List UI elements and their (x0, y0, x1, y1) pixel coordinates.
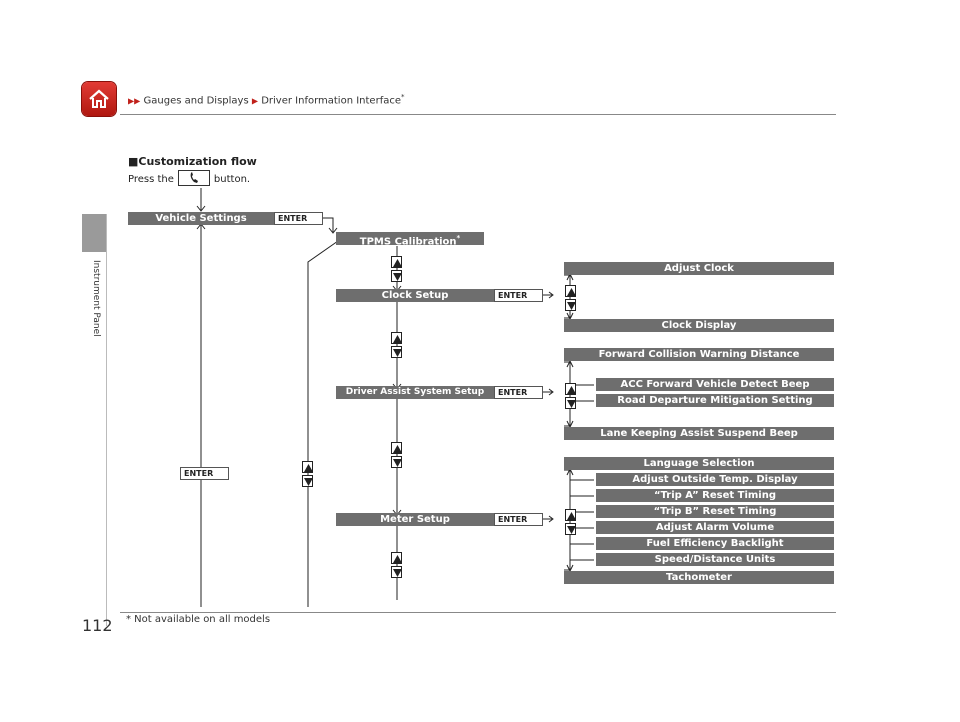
enter-button[interactable]: ENTER (274, 212, 323, 225)
meter-setup-bar: Meter Setup (336, 513, 494, 526)
home-icon (89, 89, 109, 108)
phone-button-icon (177, 170, 210, 186)
tachometer-bar: Tachometer (564, 571, 834, 584)
up-down-arrows-icon (302, 461, 313, 487)
up-down-arrows-icon (565, 383, 576, 409)
fcw-distance-bar: Forward Collision Warning Distance (564, 348, 834, 361)
up-down-arrows-icon (391, 442, 402, 468)
enter-button[interactable]: ENTER (494, 513, 543, 526)
speed-units-bar: Speed/Distance Units (596, 553, 834, 566)
up-down-arrows-icon (565, 285, 576, 311)
language-selection-bar: Language Selection (564, 457, 834, 470)
acc-beep-bar: ACC Forward Vehicle Detect Beep (596, 378, 834, 391)
up-down-arrows-icon (565, 509, 576, 535)
tpms-asterisk: * (456, 234, 461, 242)
lka-beep-bar: Lane Keeping Assist Suspend Beep (564, 427, 834, 440)
press-text-before: Press the (128, 174, 174, 185)
sidebar-chapter-label: Instrument Panel (91, 260, 101, 337)
tpms-calibration-bar: TPMS Calibration* (336, 232, 484, 248)
driver-assist-setup-bar: Driver Assist System Setup (336, 386, 494, 399)
section-title: ■Customization flow (128, 155, 257, 168)
breadcrumb-asterisk: * (401, 93, 405, 101)
clock-setup-bar: Clock Setup (336, 289, 494, 302)
breadcrumb-link-driver-info[interactable]: Driver Information Interface (261, 95, 401, 107)
up-down-arrows-icon (391, 332, 402, 358)
page-number: 112 (82, 616, 113, 635)
outside-temp-bar: Adjust Outside Temp. Display (596, 473, 834, 486)
adjust-clock-bar: Adjust Clock (564, 262, 834, 275)
sidebar-rule (106, 214, 107, 626)
up-down-arrows-icon (391, 552, 402, 578)
rdm-setting-bar: Road Departure Mitigation Setting (596, 394, 834, 407)
press-text-after: button. (213, 174, 251, 185)
alarm-volume-bar: Adjust Alarm Volume (596, 521, 834, 534)
tpms-label: TPMS Calibration (359, 236, 457, 248)
vehicle-settings-bar: Vehicle Settings (128, 212, 274, 225)
breadcrumb: ▶▶ Gauges and Displays ▶ Driver Informat… (128, 93, 405, 106)
enter-button[interactable]: ENTER (494, 386, 543, 399)
enter-button[interactable]: ENTER (180, 467, 229, 480)
clock-display-bar: Clock Display (564, 319, 834, 332)
home-button[interactable] (82, 82, 116, 116)
footnote-rule (120, 612, 836, 613)
header-rule (120, 114, 836, 115)
breadcrumb-arrow-icon: ▶▶ (128, 96, 141, 106)
press-instruction: Press the button. (128, 170, 251, 187)
trip-a-bar: “Trip A” Reset Timing (596, 489, 834, 502)
enter-button[interactable]: ENTER (494, 289, 543, 302)
sidebar-tab-marker (82, 214, 106, 252)
breadcrumb-link-gauges[interactable]: Gauges and Displays (143, 95, 249, 107)
trip-b-bar: “Trip B” Reset Timing (596, 505, 834, 518)
footnote: * Not available on all models (126, 614, 271, 625)
fuel-backlight-bar: Fuel Efficiency Backlight (596, 537, 834, 550)
breadcrumb-arrow-icon: ▶ (251, 96, 259, 106)
up-down-arrows-icon (391, 256, 402, 282)
